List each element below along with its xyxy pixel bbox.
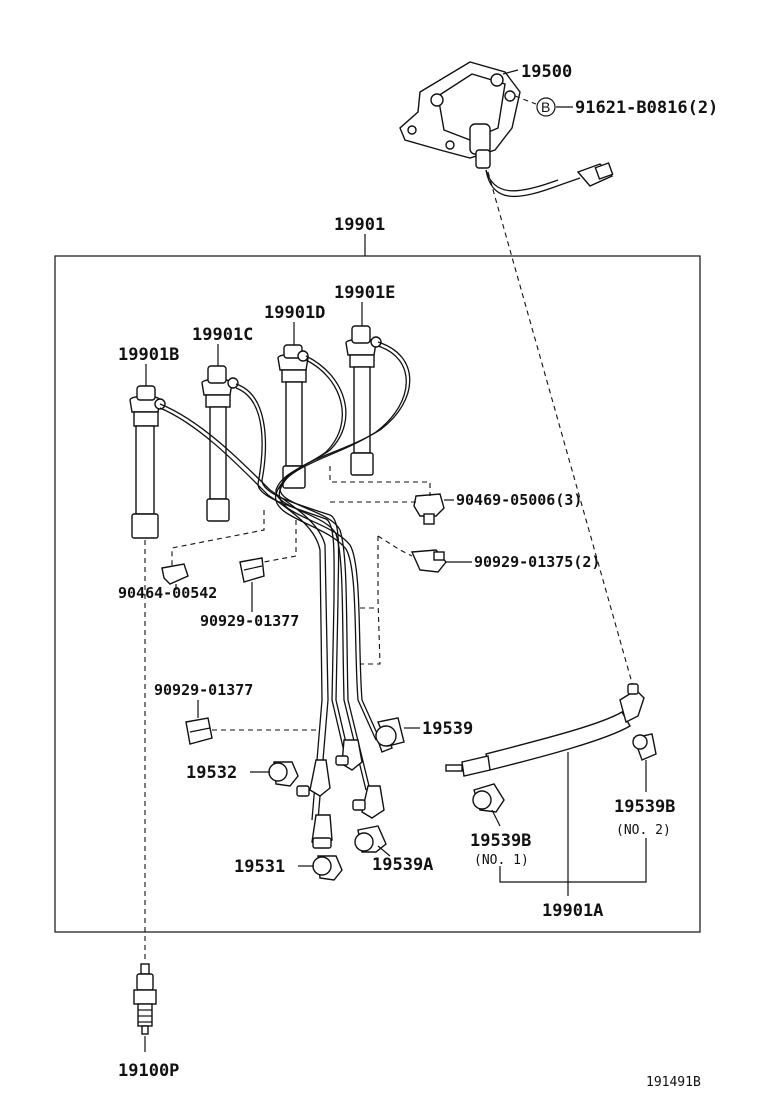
cap-539a-leader — [377, 845, 391, 857]
cord-c-label: 19901C — [192, 325, 253, 345]
cap-539-label: 19539 — [422, 719, 473, 739]
cap-539a-label: 19539A — [372, 855, 433, 875]
cap-532-label: 19532 — [186, 763, 237, 783]
plug-label: 19100P — [118, 1061, 179, 1081]
set-label: 19901 — [334, 215, 385, 235]
cord-boot-d — [277, 344, 309, 489]
no1-label: (NO. 1) — [474, 853, 529, 868]
coil-leader — [502, 69, 519, 75]
bolt-ref-dash — [514, 95, 537, 105]
cord-a-bracket-right — [568, 838, 647, 883]
clamp-c-label: 90464-00542 — [118, 584, 217, 602]
bolt-ref-label: B — [541, 99, 550, 115]
terminal-boot-1 — [311, 814, 333, 849]
clamp-90464 — [161, 563, 189, 585]
clamp-90929-01377-b — [185, 717, 213, 745]
cap-19539b-no2 — [632, 733, 657, 761]
cap-539b-1-label: 19539B — [470, 831, 531, 851]
clamp-a-label: 90469-05006(3) — [456, 491, 582, 509]
cord-boot-c — [201, 365, 239, 522]
set-frame — [54, 255, 701, 933]
cord-a-label: 19901A — [542, 901, 603, 921]
bolt-label: 91621-B0816(2) — [575, 98, 718, 118]
cap-19539b-no1 — [472, 783, 505, 813]
no2-label: (NO. 2) — [616, 823, 671, 838]
ignition-coil — [399, 61, 614, 198]
terminal-boot-3 — [335, 739, 363, 771]
cord-boot-b — [129, 385, 166, 539]
cord-boot-e — [345, 325, 382, 476]
clamp-90929-01375 — [410, 549, 447, 573]
cap-539b-2-label: 19539B — [614, 797, 675, 817]
clamp-e-label: 90929-01377 — [154, 681, 253, 699]
cap-19532 — [268, 761, 299, 787]
bolt-ref-circle — [536, 97, 556, 117]
cap-19539a — [354, 825, 387, 853]
clamp-b-label: 90929-01375(2) — [474, 553, 600, 571]
clamp-d-label: 90929-01377 — [200, 612, 299, 630]
clamp-dash-lines — [171, 466, 431, 731]
cord-19901a — [445, 683, 645, 777]
wire-harness — [159, 341, 411, 821]
cord-d-label: 19901D — [264, 303, 325, 323]
diagram-code: 191491B — [646, 1075, 701, 1090]
terminal-boot-2 — [296, 759, 331, 797]
cord-e-label: 19901E — [334, 283, 395, 303]
cap-531-label: 19531 — [234, 857, 285, 877]
coil-label: 19500 — [521, 62, 572, 82]
cap-19531 — [312, 855, 343, 881]
cord-a-bracket-left — [499, 752, 569, 883]
clamp-90469 — [413, 493, 445, 525]
cord-b-label: 19901B — [118, 345, 179, 365]
terminal-boot-4 — [352, 785, 385, 819]
clamp-90929-01377-a — [239, 557, 265, 583]
cap-19539 — [375, 717, 405, 747]
coil-to-cord-dash — [487, 171, 635, 691]
cap-539b-1-leader — [491, 809, 501, 827]
spark-plug — [133, 963, 157, 1035]
